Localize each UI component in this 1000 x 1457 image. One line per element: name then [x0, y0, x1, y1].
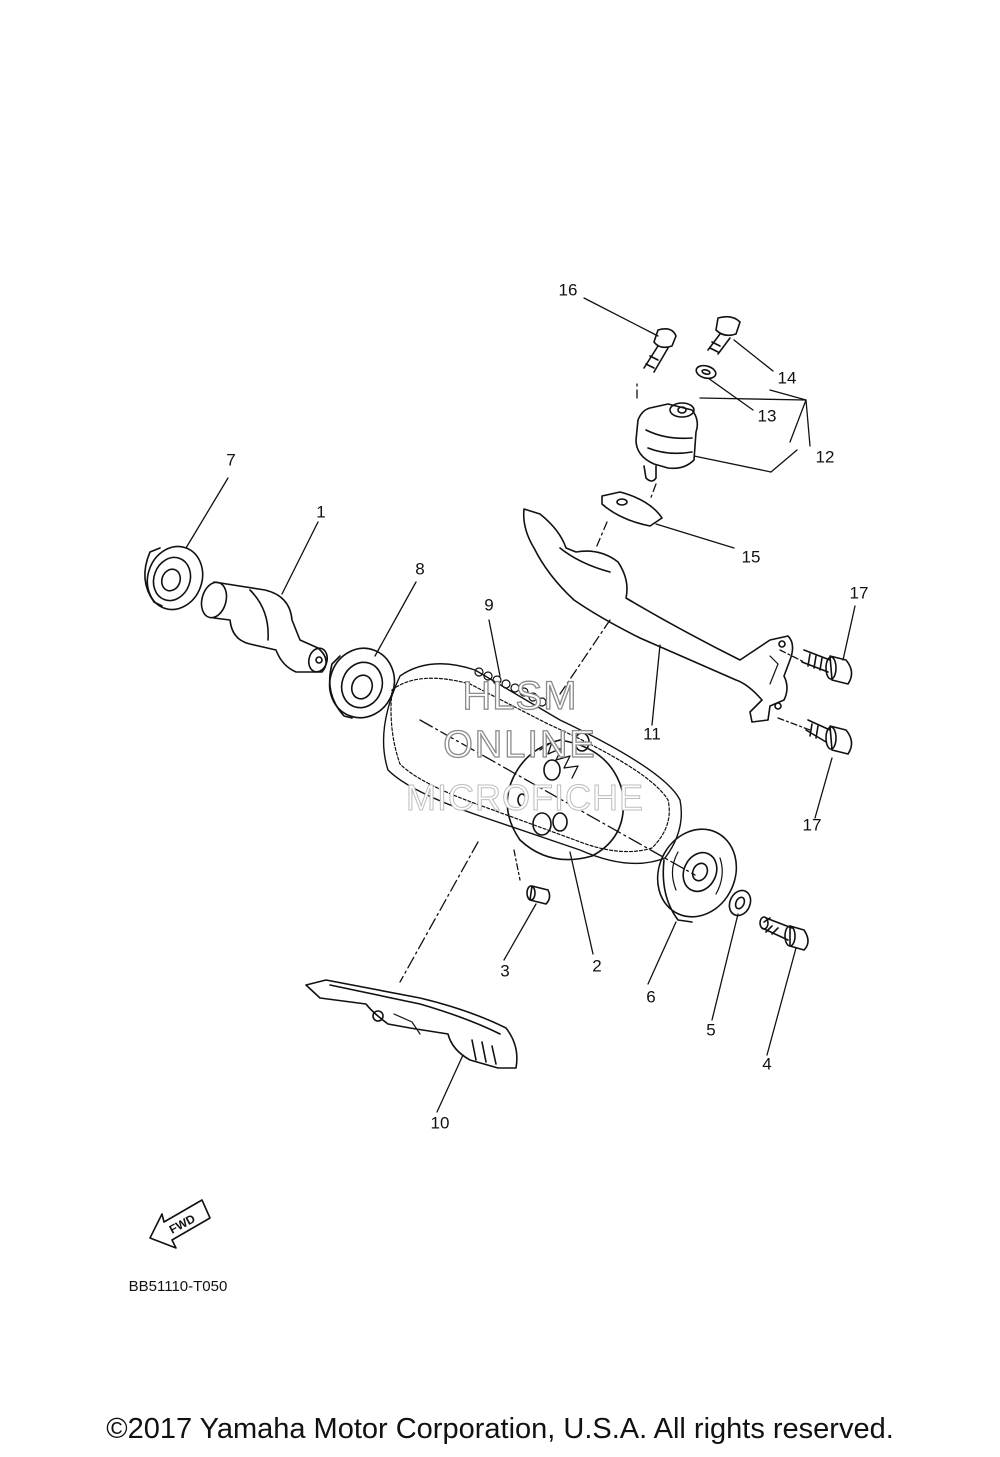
part-10-chain-guide — [305, 979, 518, 1069]
callout-1[interactable]: 1 — [316, 502, 326, 522]
callout-17-upper[interactable]: 17 — [849, 583, 869, 603]
part-14-bolt — [707, 315, 741, 355]
part-15-gasket — [601, 491, 663, 527]
callout-12[interactable]: 12 — [815, 447, 835, 467]
watermark-line-2: ONLINE — [443, 724, 597, 766]
callout-2[interactable]: 2 — [592, 956, 602, 976]
callout-17-lower[interactable]: 17 — [802, 815, 822, 835]
copyright-notice: ©2017 Yamaha Motor Corporation, U.S.A. A… — [106, 1413, 894, 1445]
callout-10[interactable]: 10 — [430, 1113, 450, 1133]
callout-3[interactable]: 3 — [500, 961, 510, 981]
fwd-label: FWD — [167, 1211, 198, 1236]
part-13-gasket — [695, 364, 717, 380]
watermark-line-1: HLSM — [462, 674, 578, 718]
part-7-bearing — [144, 545, 204, 611]
part-17-bolt-lower — [805, 719, 853, 755]
callout-15[interactable]: 15 — [741, 547, 761, 567]
part-1-camshaft — [200, 581, 329, 673]
callout-6[interactable]: 6 — [646, 987, 656, 1007]
watermark-line-3: MICROFICHE — [406, 777, 644, 818]
part-3-dowel-pin — [526, 885, 551, 905]
callout-4[interactable]: 4 — [762, 1054, 772, 1074]
callout-14[interactable]: 14 — [777, 368, 797, 388]
callout-7[interactable]: 7 — [226, 450, 236, 470]
part-12-tensioner — [635, 402, 699, 482]
part-5-washer — [728, 889, 752, 917]
leader-lines — [185, 297, 856, 1113]
callout-13[interactable]: 13 — [757, 406, 777, 426]
part-11-tensioner-guide — [522, 508, 794, 723]
callout-5[interactable]: 5 — [706, 1020, 716, 1040]
part-4-bolt — [759, 916, 809, 951]
callout-9[interactable]: 9 — [484, 595, 494, 615]
callout-16[interactable]: 16 — [558, 280, 578, 300]
fwd-arrow-icon — [149, 1199, 211, 1249]
part-16-bolt — [643, 328, 677, 373]
part-9-timing-chain — [382, 663, 683, 865]
part-2-cam-sprocket — [506, 732, 625, 861]
part-17-bolt-upper — [801, 649, 853, 685]
callout-8[interactable]: 8 — [415, 559, 425, 579]
callout-11[interactable]: 11 — [643, 724, 661, 744]
diagram-code: BB51110-T050 — [128, 1278, 228, 1295]
part-6-plate — [656, 828, 738, 923]
